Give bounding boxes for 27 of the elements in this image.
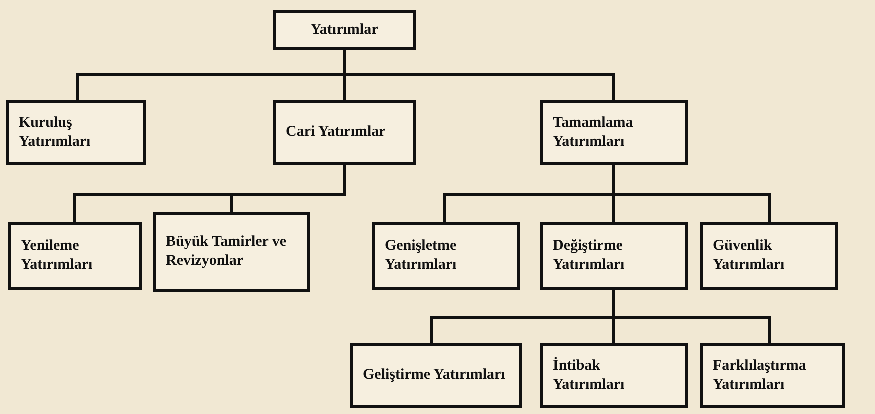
- category-box: [273, 100, 416, 165]
- box-label: Farklılaştırma Yatırımları: [713, 356, 808, 394]
- box-label: Büyük Tamirler ve Revizyonlar: [166, 233, 288, 271]
- category-box: [700, 343, 845, 408]
- category-box: [372, 222, 520, 290]
- connector-line: [230, 165, 346, 212]
- category-box: [273, 10, 416, 50]
- box-label: Yenileme Yatırımları: [21, 237, 94, 275]
- box-label: Geliştirme Yatırımları: [363, 366, 506, 385]
- category-box: [8, 222, 142, 290]
- box-label: Güvenlik Yatırımları: [713, 237, 786, 275]
- box-label: Tamamlama Yatırımları: [553, 114, 634, 152]
- box-label: Değiştirme Yatırımları: [553, 237, 626, 275]
- connector-line: [612, 165, 772, 222]
- box-label: Genişletme Yatırımları: [385, 237, 458, 275]
- box-label: İntibak Yatırımları: [553, 356, 626, 394]
- category-box: [700, 222, 838, 290]
- category-box: [540, 222, 688, 290]
- category-box: [350, 343, 522, 408]
- category-box: [540, 343, 688, 408]
- category-box: [540, 100, 688, 165]
- box-label: Kuruluş Yatırımları: [19, 114, 92, 152]
- connector-line: [343, 50, 616, 100]
- box-label: Cari Yatırımlar: [286, 123, 386, 142]
- box-label: Yatırımlar: [310, 20, 378, 40]
- category-box: [153, 212, 310, 292]
- category-box: [6, 100, 146, 165]
